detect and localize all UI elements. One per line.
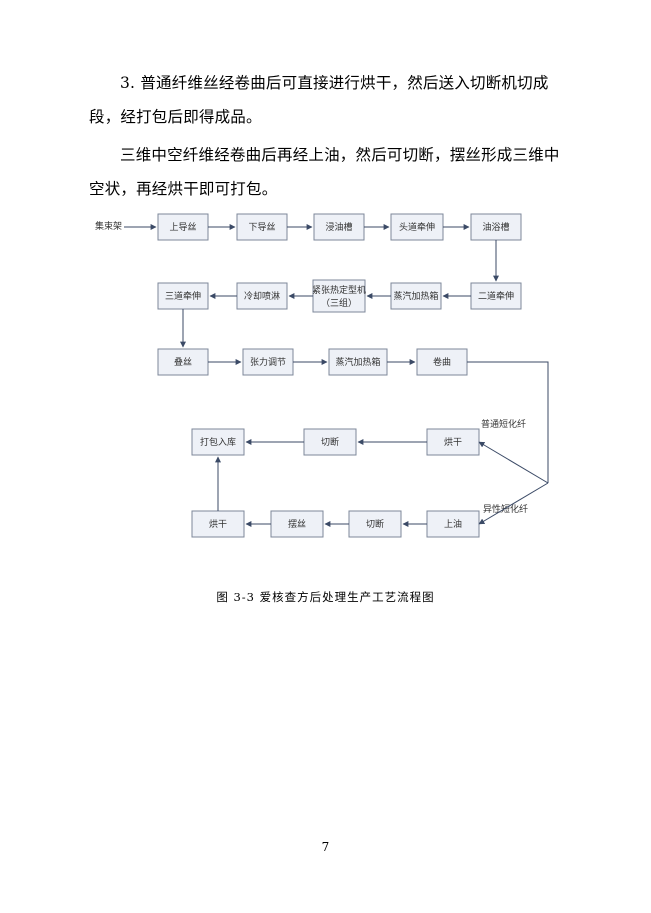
paragraph-2: 三维中空纤维经卷曲后再经上油，然后可切断，摆丝形成三维中空状，再经烘干即可打包。 — [89, 146, 560, 198]
svg-text:三道牵伸: 三道牵伸 — [165, 290, 201, 302]
svg-text:（三组）: （三组） — [321, 297, 357, 309]
node-tension-adjust: 张力调节 — [242, 348, 294, 376]
node-tension-heat-setter: 紧张热定型机 （三组） — [312, 279, 366, 313]
node-dry-2: 烘干 — [191, 510, 245, 538]
node-cut-2: 切断 — [348, 510, 402, 538]
node-steam-heater-2: 蒸汽加热箱 — [328, 348, 388, 376]
node-third-draw: 三道牵伸 — [157, 282, 209, 310]
start-label-bundle-frame: 集束架 — [95, 220, 122, 232]
svg-text:打包入库: 打包入库 — [200, 436, 236, 448]
node-dry-1: 烘干 — [426, 428, 480, 456]
svg-text:二道牵伸: 二道牵伸 — [478, 290, 514, 302]
svg-text:蒸汽加热箱: 蒸汽加热箱 — [335, 356, 380, 368]
node-oil-bath-tank: 油浴槽 — [470, 213, 522, 241]
node-oil-dip-tank: 浸油槽 — [313, 213, 365, 241]
svg-text:下导丝: 下导丝 — [248, 221, 275, 233]
svg-text:烘干: 烘干 — [209, 518, 227, 530]
svg-text:冷却喷淋: 冷却喷淋 — [244, 290, 280, 302]
svg-text:切断: 切断 — [366, 518, 384, 530]
svg-text:浸油槽: 浸油槽 — [325, 221, 352, 233]
node-cooling-spray: 冷却喷淋 — [236, 282, 288, 310]
figure-caption: 图 3-3 爱核查方后处理生产工艺流程图 — [216, 590, 435, 604]
flow-edges — [124, 224, 549, 527]
node-upper-guide: 上导丝 — [157, 213, 209, 241]
node-swing: 摆丝 — [270, 510, 324, 538]
page-number: 7 — [321, 840, 330, 854]
svg-text:张力调节: 张力调节 — [250, 356, 286, 368]
svg-text:油浴槽: 油浴槽 — [482, 221, 509, 233]
svg-text:头道牵伸: 头道牵伸 — [399, 221, 435, 233]
node-first-draw: 头道牵伸 — [390, 213, 444, 241]
svg-text:烘干: 烘干 — [444, 436, 462, 448]
node-second-draw: 二道牵伸 — [470, 282, 522, 310]
svg-text:上导丝: 上导丝 — [169, 221, 196, 233]
node-pack-store: 打包入库 — [191, 428, 245, 456]
svg-text:蒸汽加热箱: 蒸汽加热箱 — [393, 290, 438, 302]
svg-text:紧张热定型机: 紧张热定型机 — [312, 284, 366, 296]
node-oiling: 上油 — [426, 510, 480, 538]
svg-text:叠丝: 叠丝 — [174, 356, 192, 368]
node-crimping: 卷曲 — [416, 348, 468, 376]
svg-text:卷曲: 卷曲 — [433, 356, 451, 368]
node-stacking: 叠丝 — [157, 348, 209, 376]
node-cut-1: 切断 — [303, 428, 357, 456]
node-lower-guide: 下导丝 — [236, 213, 288, 241]
node-steam-heater-1: 蒸汽加热箱 — [390, 282, 442, 310]
branch-label-regular-staple: 普通短化纤 — [481, 418, 526, 430]
branch-label-profiled-staple: 异性短化纤 — [483, 503, 528, 515]
svg-text:上油: 上油 — [444, 518, 462, 530]
paragraph-1: 3. 普通纤维丝经卷曲后可直接进行烘干，然后送入切断机切成段，经打包后即得成品。 — [89, 74, 549, 126]
svg-text:摆丝: 摆丝 — [288, 518, 306, 530]
svg-text:切断: 切断 — [321, 436, 339, 448]
